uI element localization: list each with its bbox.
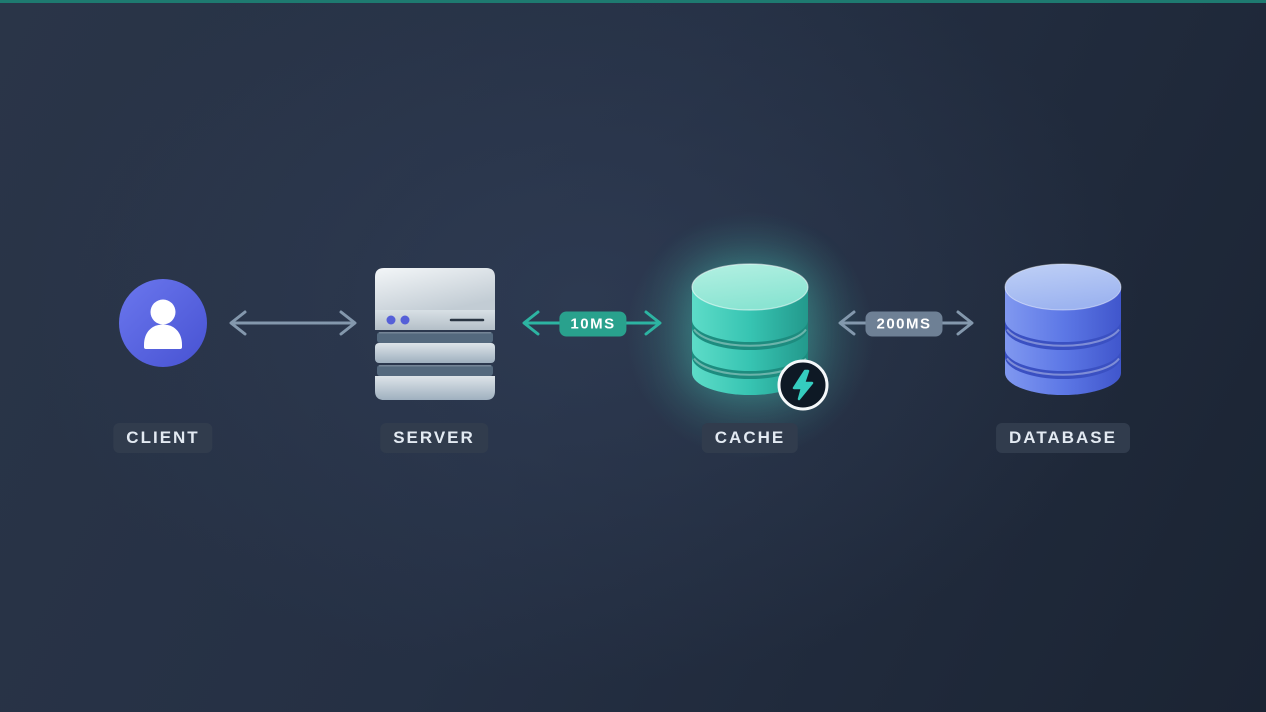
node-label-server: SERVER <box>380 423 488 453</box>
cache-cylinder-icon <box>691 263 809 395</box>
node-label-database: DATABASE <box>996 423 1130 453</box>
latency-badge-cache-database: 200MS <box>865 311 943 337</box>
node-label-client: CLIENT <box>113 423 213 453</box>
double-arrow-icon <box>229 310 357 336</box>
latency-badge-server-cache: 10MS <box>559 311 627 337</box>
node-label-cache: CACHE <box>701 423 799 453</box>
user-icon <box>119 279 207 367</box>
database-cylinder-icon <box>1004 263 1122 395</box>
top-accent-border <box>0 0 1266 3</box>
server-stack-icon <box>375 268 495 400</box>
lightning-bolt-icon <box>777 359 829 411</box>
